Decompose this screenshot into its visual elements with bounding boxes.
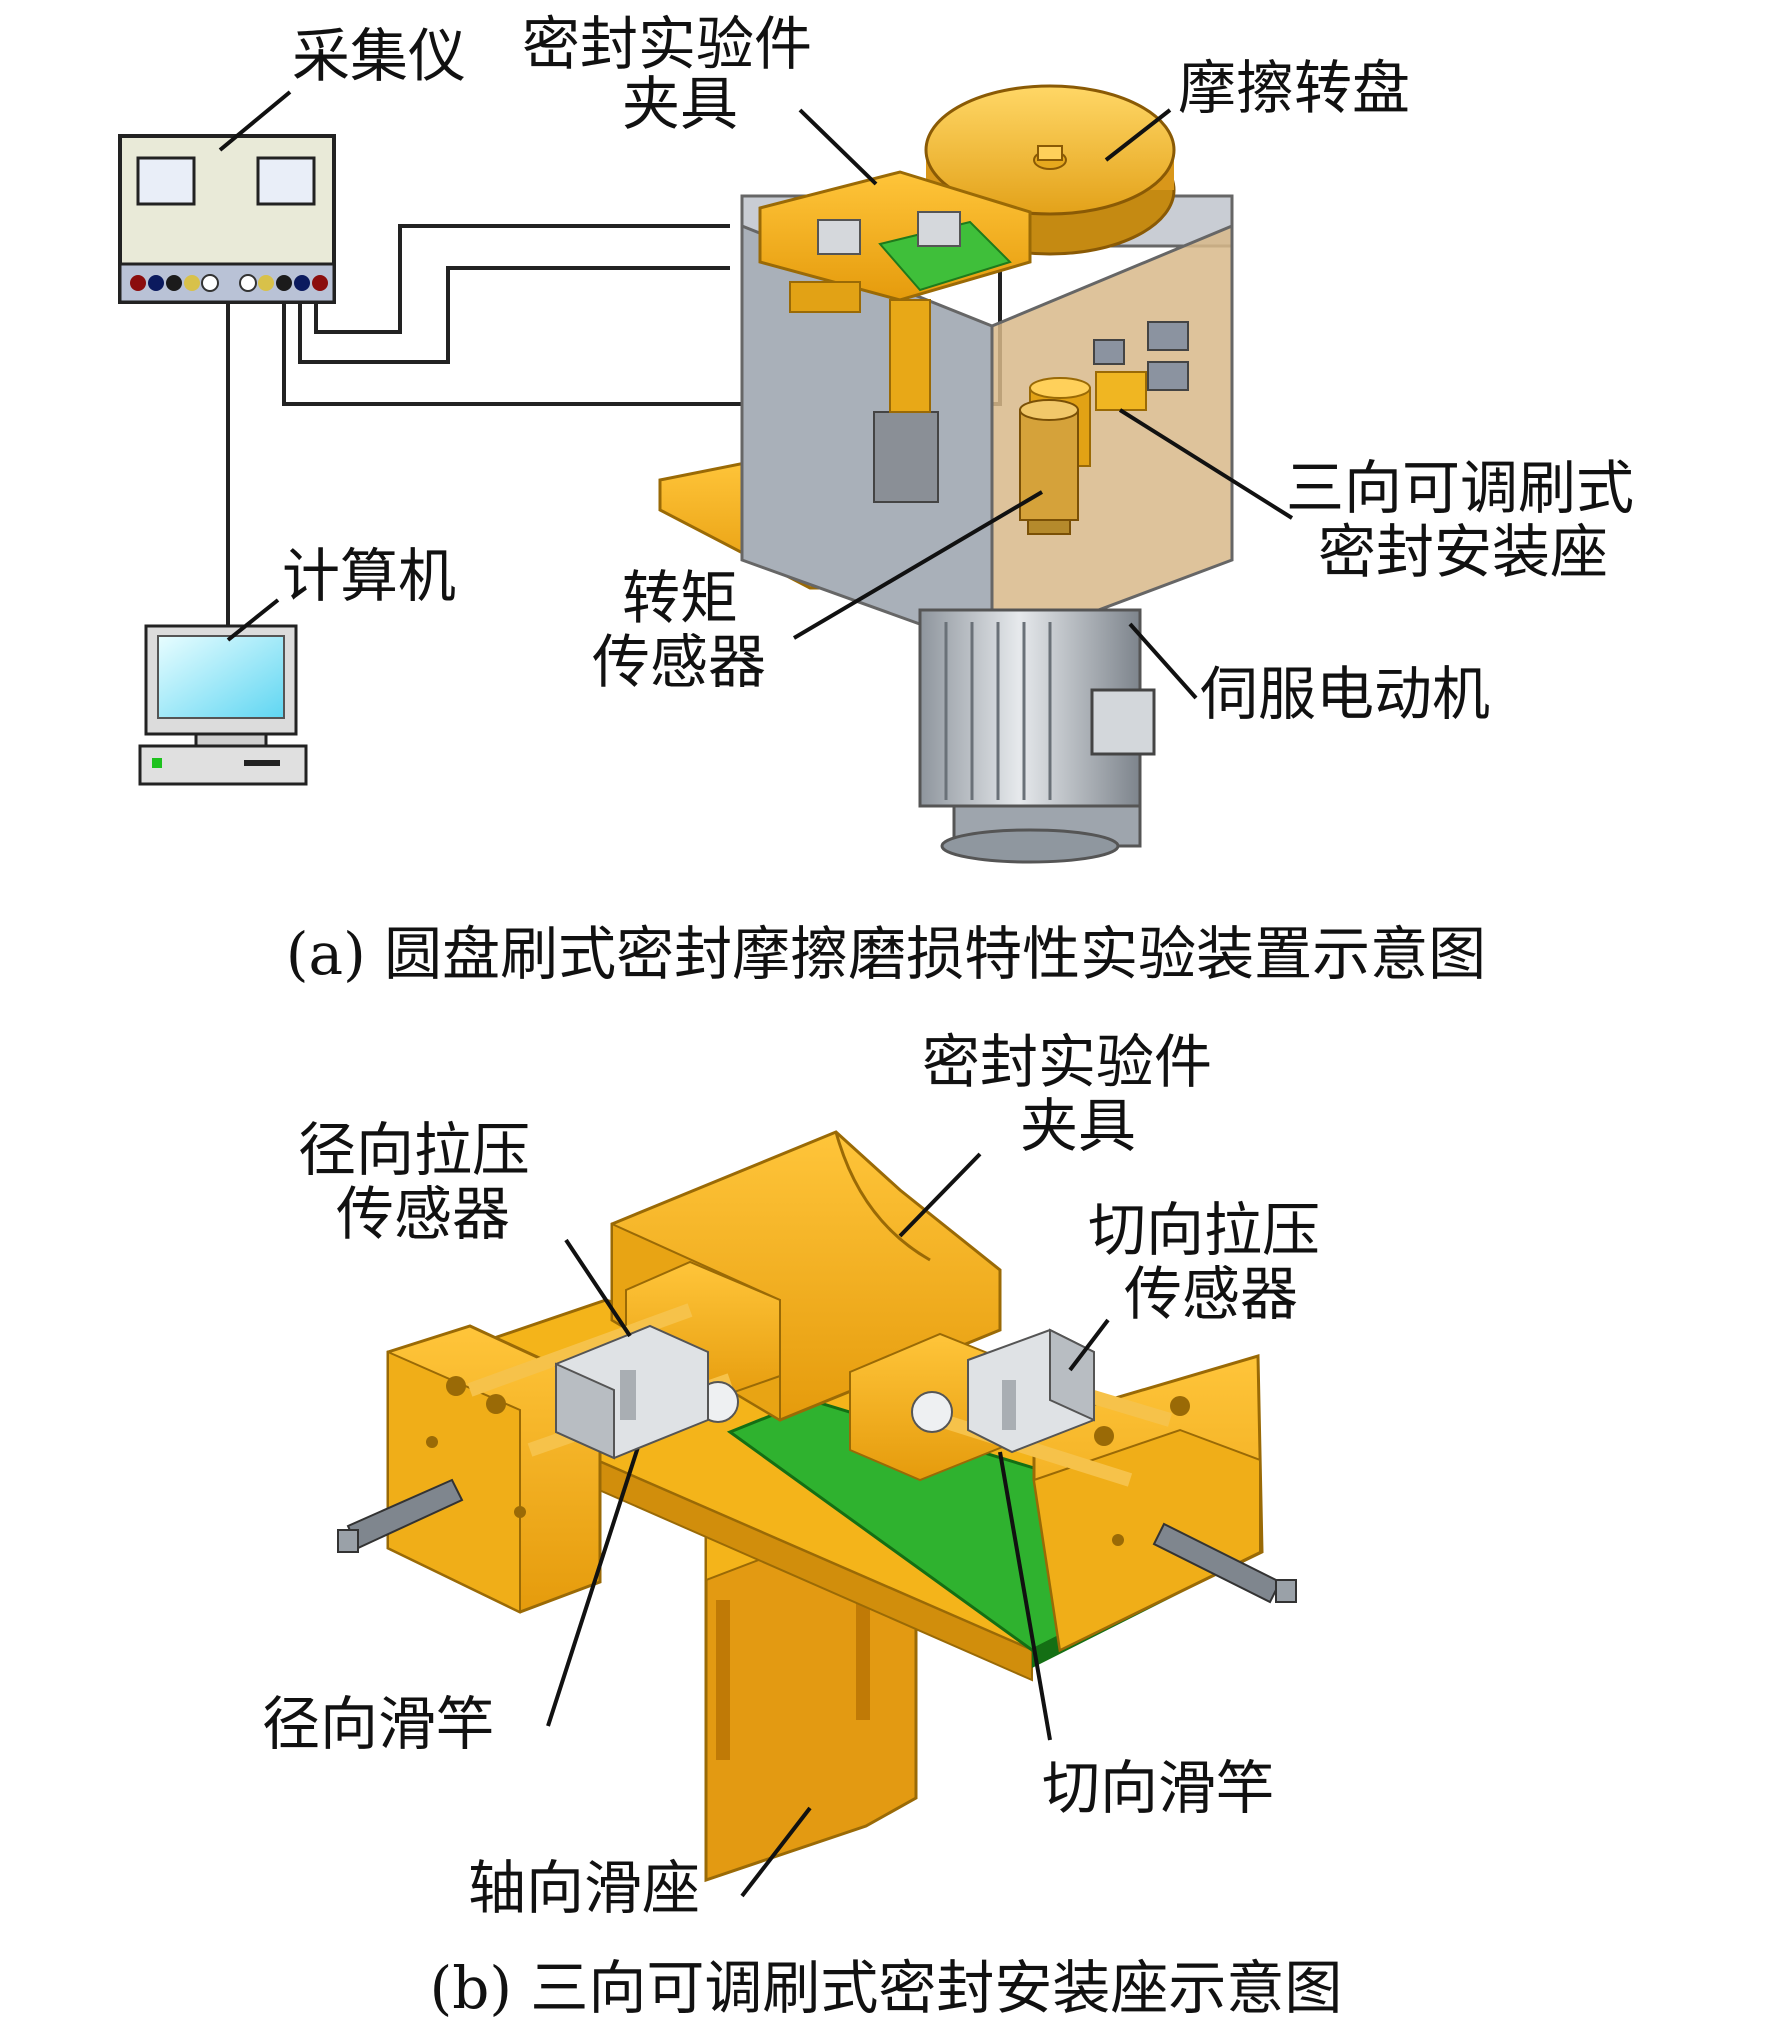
label-radial-rod: 径向滑竿 bbox=[262, 1690, 494, 1758]
servo-motor bbox=[918, 608, 1156, 864]
caption-b: (b) 三向可调刷式密封安装座示意图 bbox=[430, 1954, 1343, 2022]
label-torque-1: 转矩 bbox=[622, 564, 738, 632]
leader-computer bbox=[226, 598, 280, 642]
leader-torque bbox=[792, 490, 1044, 640]
leader-axial-slide bbox=[740, 1806, 812, 1898]
radial-load-sensor bbox=[555, 1324, 709, 1460]
leader-mount-a bbox=[1118, 408, 1294, 520]
leader-fixture-b bbox=[898, 1152, 982, 1238]
label-radial-sensor-1: 径向拉压 bbox=[298, 1116, 530, 1184]
panel-b: 轴向滑座 密封实验件 夹具 bbox=[262, 1028, 1342, 2022]
label-mount-a-1: 三向可调刷式 bbox=[1286, 454, 1634, 522]
label-fixture-b-2: 夹具 bbox=[1020, 1092, 1136, 1160]
tangential-load-sensor bbox=[967, 1328, 1095, 1454]
label-tangential-sensor-1: 切向拉压 bbox=[1088, 1196, 1320, 1264]
caption-a: (a) 圆盘刷式密封摩擦磨损特性实验装置示意图 bbox=[286, 920, 1486, 988]
label-tangential-sensor-2: 传感器 bbox=[1124, 1260, 1298, 1328]
label-friction-disk: 摩擦转盘 bbox=[1178, 54, 1410, 122]
panel-a: 采集仪 计算机 bbox=[118, 10, 1634, 988]
leader-friction-disk bbox=[1104, 108, 1172, 162]
leader-collector bbox=[218, 90, 292, 152]
left-block bbox=[386, 1324, 602, 1614]
leader-fixture-a bbox=[798, 108, 878, 186]
label-mount-a-2: 密封安装座 bbox=[1318, 518, 1608, 586]
label-fixture-b-1: 密封实验件 bbox=[922, 1028, 1212, 1096]
label-collector: 采集仪 bbox=[292, 22, 466, 90]
label-torque-2: 传感器 bbox=[592, 628, 766, 696]
leader-radial-rod bbox=[546, 1415, 650, 1727]
label-fixture-a-2: 夹具 bbox=[622, 70, 738, 138]
label-fixture-a-1: 密封实验件 bbox=[522, 10, 812, 78]
torque-sensor bbox=[1019, 399, 1079, 535]
leader-tangential-rod bbox=[998, 1451, 1052, 1741]
label-radial-sensor-2: 传感器 bbox=[336, 1180, 510, 1248]
leader-radial-sensor bbox=[564, 1238, 632, 1338]
left-micrometer-knob bbox=[337, 1478, 464, 1553]
computer bbox=[138, 624, 308, 786]
right-micrometer-knob bbox=[1152, 1522, 1297, 1604]
label-servo-motor: 伺服电动机 bbox=[1200, 660, 1490, 728]
leader-tangential-sensor bbox=[1068, 1318, 1110, 1372]
label-tangential-rod: 切向滑竿 bbox=[1042, 1754, 1274, 1822]
label-axial-slide: 轴向滑座 bbox=[468, 1854, 700, 1922]
data-collector bbox=[118, 134, 336, 304]
signal-cables bbox=[226, 214, 1002, 640]
seal-fixture bbox=[758, 170, 1032, 413]
right-block bbox=[1032, 1354, 1264, 1653]
label-computer: 计算机 bbox=[282, 542, 456, 610]
leader-motor bbox=[1128, 622, 1198, 700]
